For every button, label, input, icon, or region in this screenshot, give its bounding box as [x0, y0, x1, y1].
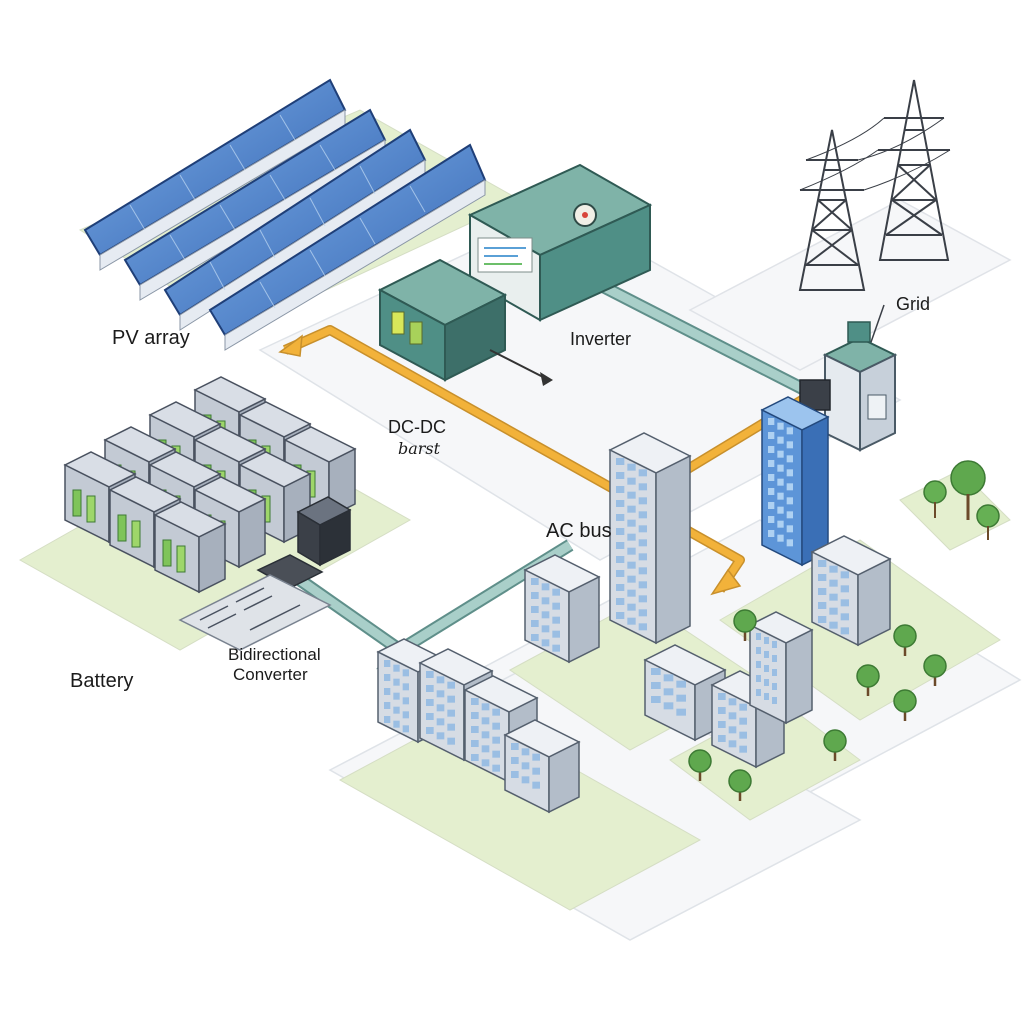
bidirectional-label-line2: Converter [233, 665, 308, 684]
city-tree [688, 749, 712, 781]
city-tree [923, 654, 947, 686]
converter-base-plate [178, 574, 332, 651]
city-tree [856, 664, 880, 696]
dcdc-converter-unit [377, 258, 553, 386]
city-buildings [376, 396, 947, 814]
city-tree [733, 609, 757, 641]
battery-label: Battery [70, 670, 134, 692]
mid-building-east [810, 535, 892, 647]
pv-array-label: PV array [112, 327, 190, 349]
substation-unit [799, 321, 898, 452]
grid-ground [688, 199, 1012, 371]
dcdc-label: DC-DC [388, 417, 446, 437]
bidirectional-converter-unit [178, 496, 352, 651]
building-south-4 [503, 719, 581, 814]
inverter-side [539, 203, 651, 322]
transmission-towers [798, 79, 951, 346]
dcdc-cable [489, 349, 546, 379]
city-tree [893, 689, 917, 721]
pv-array [83, 78, 487, 351]
grid-label-leader [869, 304, 885, 346]
transmission-tower-right [878, 79, 950, 261]
low-building-2 [643, 644, 727, 742]
transmission-tower-left [798, 129, 866, 291]
battery-bank [63, 376, 357, 594]
dcdc-sublabel: barst [398, 439, 441, 458]
city-tree [728, 769, 752, 801]
ac-bus-label: AC bus [546, 520, 612, 542]
office-tower-grey [608, 432, 692, 645]
trees-east [923, 460, 1000, 540]
solar-panel-row-1 [83, 78, 347, 271]
dcdc-side [444, 293, 506, 382]
bidirectional-label-line1: Bidirectional [228, 645, 321, 664]
office-tower-blue [760, 396, 830, 567]
ac-bus-arrow-south [710, 568, 742, 596]
inverter-unit [467, 163, 653, 322]
solar-panel-row-4 [208, 143, 487, 351]
city-tree [823, 729, 847, 761]
inverter-label: Inverter [570, 329, 632, 349]
grid-label: Grid [896, 294, 931, 314]
panel-grid-lines [129, 114, 426, 309]
low-building-1 [523, 554, 601, 664]
building-center-tall [748, 611, 814, 725]
battery-module [153, 501, 227, 594]
city-tree [893, 624, 917, 656]
ac-bus-arrow-west [278, 334, 303, 357]
inverter-grid-link [597, 280, 818, 400]
